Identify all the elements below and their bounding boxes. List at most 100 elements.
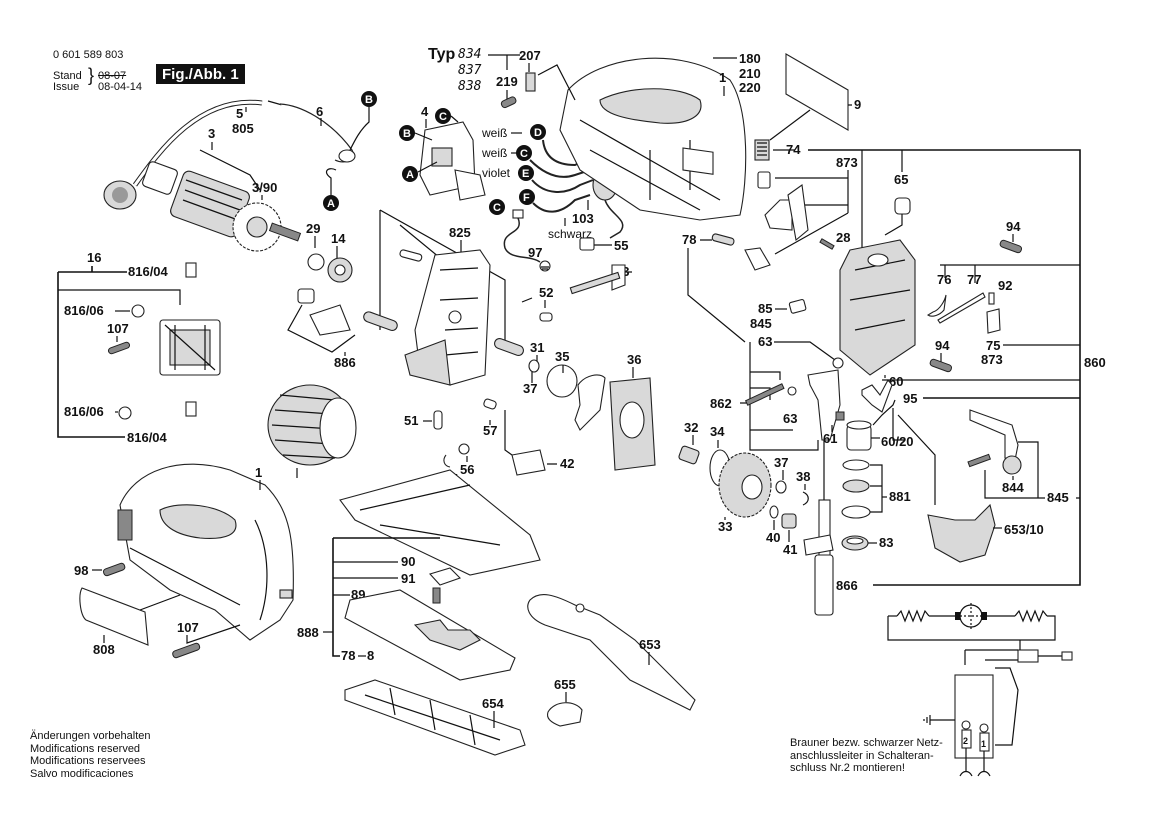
roller-bracket <box>969 409 1019 461</box>
screw-98 <box>102 562 126 577</box>
label-78-base: 78 <box>341 648 355 663</box>
label-9: 9 <box>854 97 861 112</box>
connector-badge-e: E <box>518 165 534 181</box>
label-65: 65 <box>894 172 908 187</box>
label-55: 55 <box>614 238 628 253</box>
rating-plate-9 <box>785 53 849 131</box>
label-1-top-housing: 1 <box>719 70 726 85</box>
svg-text:E: E <box>522 168 529 180</box>
plunger-866 <box>814 554 834 616</box>
footer-line: Modifications reserved <box>30 742 141 755</box>
label-56: 56 <box>460 462 474 477</box>
label-36: 36 <box>627 352 641 367</box>
wire-label-white-c: weiß <box>481 146 507 160</box>
label-860: 860 <box>1084 355 1106 370</box>
label-805: 805 <box>232 121 254 136</box>
label-77: 77 <box>967 272 981 287</box>
switch-4 <box>419 121 486 201</box>
label-107-housing: 107 <box>177 620 199 635</box>
cord-clamp <box>1017 649 1039 663</box>
label-98: 98 <box>74 563 88 578</box>
field-coil-2 <box>267 384 357 466</box>
label-103: 103 <box>572 211 594 226</box>
note-line: Brauner bezw. schwarzer Netz- <box>790 737 943 749</box>
label-220: 220 <box>739 80 761 95</box>
housing-shell-top <box>559 57 747 221</box>
wire-label-white-d: weiß <box>481 126 507 140</box>
label-83: 83 <box>879 535 893 550</box>
shaft-825 <box>363 311 398 331</box>
cap-65 <box>894 197 911 215</box>
label-52: 52 <box>539 285 553 300</box>
lever-873 <box>764 199 793 231</box>
connector-badge-b-top: B <box>361 91 377 107</box>
wiring-note: Brauner bezw. schwarzer Netz- anschlussl… <box>790 737 943 775</box>
label-34: 34 <box>710 424 725 439</box>
pin-92 <box>988 292 995 305</box>
button-42 <box>511 449 546 476</box>
brush-spring-bottom <box>118 406 132 420</box>
clamp-90 <box>429 567 462 586</box>
label-42: 42 <box>560 456 574 471</box>
label-90: 90 <box>401 554 415 569</box>
rod-53 <box>569 271 621 295</box>
roller-844 <box>1002 455 1022 475</box>
label-886: 886 <box>334 355 356 370</box>
type-variant: 837 <box>458 63 482 78</box>
label-845-left: 845 <box>750 316 772 331</box>
label-91: 91 <box>401 571 415 586</box>
label-653-10: 653/10 <box>1004 522 1044 537</box>
stand-label: Stand <box>53 70 82 82</box>
cover-plate-808 <box>79 587 149 646</box>
footer-line: Salvo modificaciones <box>30 767 134 780</box>
screw-219 <box>500 96 517 109</box>
label-816-04-top: 816/04 <box>128 264 169 279</box>
label-8-screw: 8 <box>367 648 374 663</box>
pin-862 <box>744 383 785 406</box>
circlip-29 <box>307 253 325 271</box>
screw-91 <box>432 587 441 604</box>
label-219: 219 <box>496 74 518 89</box>
label-37-gear: 37 <box>774 455 788 470</box>
label-57: 57 <box>483 423 497 438</box>
bearing-41 <box>781 513 797 529</box>
power-cord <box>103 99 356 210</box>
label-3: 3 <box>208 126 215 141</box>
label-6: 6 <box>316 104 323 119</box>
label-816-06-top: 816/06 <box>64 303 104 318</box>
housing-shell-left <box>117 463 294 641</box>
pin-28 <box>819 238 835 250</box>
washer-881c <box>841 505 871 519</box>
type-label: Typ <box>428 46 455 63</box>
label-63-top: 63 <box>758 334 772 349</box>
screw-94-top <box>999 239 1023 254</box>
label-825: 825 <box>449 225 471 240</box>
carbon-brush-bottom <box>185 401 197 417</box>
label-816-04-bottom: 816/04 <box>127 430 168 445</box>
wire-spring-95 <box>861 379 893 413</box>
pin-825a <box>399 249 423 262</box>
label-32: 32 <box>684 420 698 435</box>
part-52 <box>539 312 553 322</box>
motor-housing-825 <box>404 249 491 386</box>
label-210: 210 <box>739 66 761 81</box>
label-845-right: 845 <box>1047 490 1069 505</box>
figure-label: Fig./Abb. 1 <box>156 64 245 84</box>
felt-85 <box>788 298 807 314</box>
carbon-brush-top <box>185 262 197 278</box>
label-180: 180 <box>739 51 761 66</box>
label-51: 51 <box>404 413 418 428</box>
screw-78 <box>711 233 735 246</box>
part-55 <box>579 237 595 251</box>
base-plate <box>339 469 541 576</box>
connector-badge-a-left: A <box>323 195 339 211</box>
pin-51 <box>433 410 443 430</box>
base-cover-654 <box>344 679 526 756</box>
label-78-top: 78 <box>682 232 696 247</box>
label-60-20: 60/20 <box>881 434 914 449</box>
washer-31 <box>546 364 578 398</box>
footer-line: Änderungen vorbehalten <box>30 730 151 742</box>
label-94-top: 94 <box>1006 219 1021 234</box>
label-95: 95 <box>903 391 917 406</box>
guide-strip-77 <box>937 292 986 324</box>
